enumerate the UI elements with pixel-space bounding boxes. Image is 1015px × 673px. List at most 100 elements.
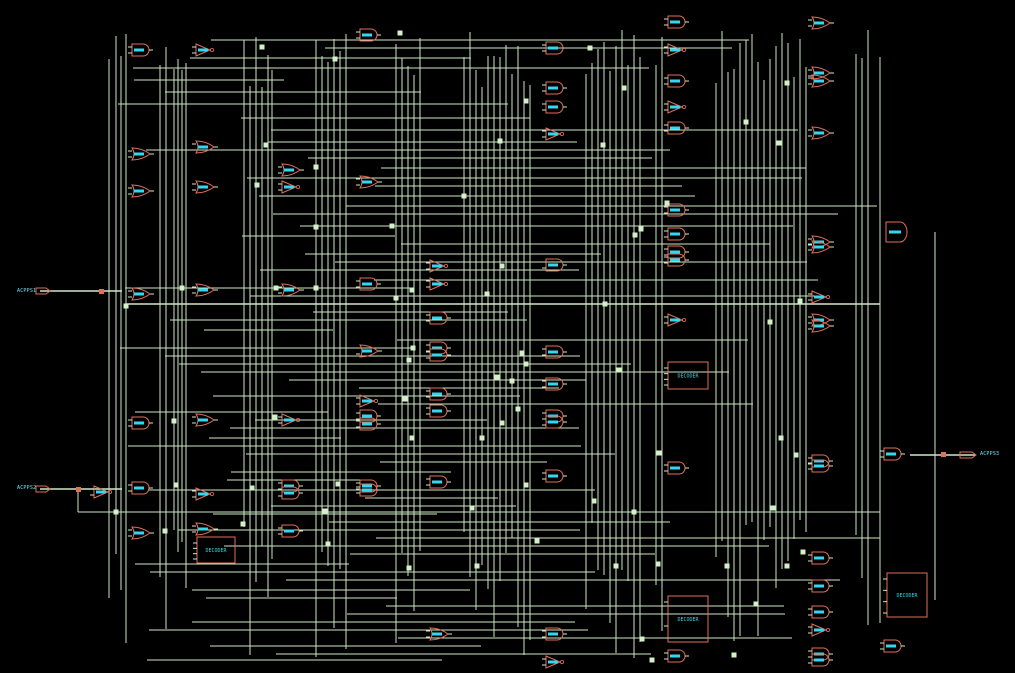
gate-instance-label	[670, 258, 680, 262]
gate-or	[192, 413, 218, 427]
logic-block-label: DECODER	[677, 617, 699, 623]
gate-body	[667, 313, 684, 327]
wire-junction	[325, 541, 331, 547]
gate-and	[128, 416, 153, 430]
wire-junction	[602, 301, 608, 307]
gate-instance-label	[198, 527, 208, 531]
wire-junction	[649, 657, 655, 663]
logic-block: DECODER	[664, 595, 709, 643]
wire-junction	[664, 200, 670, 206]
gate-body	[883, 639, 902, 653]
output-port-terminal	[941, 452, 946, 457]
gate-instance-label	[548, 632, 558, 636]
wire-junction	[743, 119, 749, 125]
gate-instance-label	[814, 71, 824, 75]
gate-instance-label	[548, 86, 558, 90]
gate-body	[545, 655, 562, 669]
gate-instance-label	[284, 418, 294, 422]
gate-instance-label	[432, 480, 442, 484]
gate-instance-label	[889, 230, 901, 234]
gate-inverter-bubble	[373, 399, 378, 404]
gate-instance-label	[134, 486, 144, 490]
gate-and	[664, 227, 689, 241]
gate-body	[811, 290, 828, 304]
gate-and	[278, 486, 303, 500]
gate-instance-label	[814, 464, 824, 468]
gate-instance-label	[134, 152, 144, 156]
gate-instance-label	[814, 245, 824, 249]
gate-and	[542, 41, 567, 55]
wire-junction	[519, 350, 525, 356]
gate-instance-label	[432, 316, 442, 320]
gate-inverter-bubble	[559, 132, 564, 137]
gate-body	[545, 469, 564, 483]
logic-block: DECODER	[664, 361, 709, 390]
gate-instance-label	[198, 48, 208, 52]
gate-instance-label	[362, 33, 372, 37]
gate-inverter-bubble	[681, 105, 686, 110]
gate-inverter-bubble	[209, 492, 214, 497]
wire-junction	[613, 563, 619, 569]
wire-junction	[409, 435, 415, 441]
gate-inverter-bubble	[825, 628, 830, 633]
wire-junction	[784, 563, 790, 569]
gate-instance-label	[670, 20, 680, 24]
gate-instance-label	[362, 349, 372, 353]
gate-buf	[356, 394, 378, 408]
wire-junction	[523, 98, 529, 104]
gate-buf	[278, 413, 300, 427]
wire-junction	[499, 263, 505, 269]
wire-junction	[600, 142, 606, 148]
gate-instance-label	[670, 105, 680, 109]
gate-buf	[426, 259, 448, 273]
wire-junction	[770, 505, 776, 511]
wire-junction	[776, 140, 782, 146]
gate-instance-label	[548, 46, 558, 50]
wire-junction	[797, 298, 803, 304]
junction-layer	[113, 30, 806, 663]
wire-junction	[655, 561, 661, 567]
gate-instance-label	[284, 529, 294, 533]
gate-body	[545, 81, 564, 95]
gate-buf	[278, 180, 300, 194]
gate-instance-label	[814, 131, 824, 135]
wire-junction	[179, 285, 185, 291]
gate-body	[195, 487, 212, 501]
gate-or	[808, 126, 834, 140]
gate-and	[278, 524, 303, 538]
logic-block-label: DECODER	[677, 374, 699, 380]
gate-or	[128, 287, 154, 301]
gate-instance-label	[284, 185, 294, 189]
gate-body	[885, 221, 908, 243]
wire-junction	[389, 223, 395, 229]
wire-junction	[240, 521, 246, 527]
gate-body	[667, 15, 686, 29]
gate-instance-label	[198, 492, 208, 496]
wire-junction	[402, 396, 408, 402]
gate-buf	[664, 100, 686, 114]
gate-body	[667, 649, 686, 663]
wire-junction	[171, 418, 177, 424]
wire-junction	[113, 509, 119, 515]
gate-instance-label	[198, 145, 208, 149]
gate-or	[128, 526, 154, 540]
wire-junction	[332, 56, 338, 62]
gate-and	[542, 81, 567, 95]
gate-or	[356, 344, 382, 358]
gate-instance-label	[432, 409, 442, 413]
gate-instance-label	[134, 48, 144, 52]
gate-body	[811, 551, 830, 565]
gate-body	[667, 227, 686, 241]
gate-and-wide	[885, 221, 908, 243]
gate-and	[808, 653, 833, 667]
gate-instance-label	[432, 282, 442, 286]
gate-body	[545, 258, 564, 272]
wire-junction	[484, 291, 490, 297]
gate-body	[195, 43, 212, 57]
gate-instance-label	[814, 324, 824, 328]
gate-and	[664, 649, 689, 663]
gate-body	[811, 605, 830, 619]
wire-junction	[406, 357, 412, 363]
gate-inverter-bubble	[107, 490, 112, 495]
